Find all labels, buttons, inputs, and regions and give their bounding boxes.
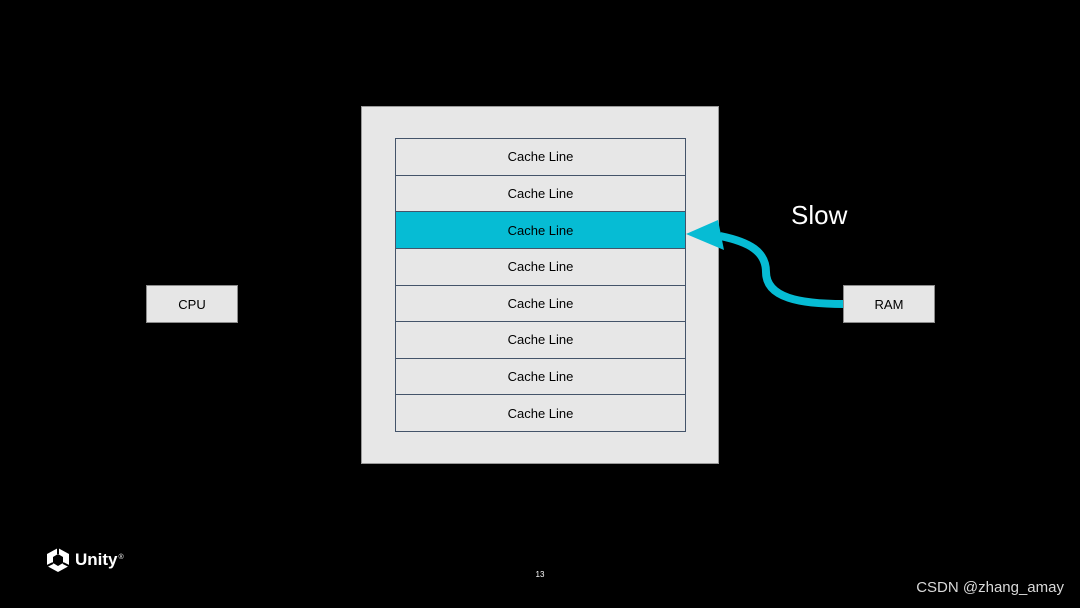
unity-wordmark: Unity [75,550,118,569]
cache-line-highlighted: Cache Line [396,212,685,249]
cache-line-label: Cache Line [507,222,574,238]
cache-line: Cache Line [396,322,685,359]
cache-line: Cache Line [396,248,685,286]
cache-line-label: Cache Line [507,405,574,421]
cpu-label: CPU [178,296,206,312]
cache-line: Cache Line [396,285,685,323]
cpu-box: CPU [146,285,238,323]
slow-label: Slow [791,200,848,230]
curved-arrow-icon [686,220,845,308]
cache-line-label: Cache Line [507,332,574,348]
page-number: 13 [535,570,545,579]
cache-line-label: Cache Line [507,295,574,311]
cache-line-stack: Cache Line Cache Line Cache Line Cache L… [395,138,686,432]
unity-cube-icon [46,548,70,572]
ram-label: RAM [874,296,904,312]
cache-line: Cache Line [396,358,685,396]
cache-line-label: Cache Line [507,149,574,165]
watermark: CSDN @zhang_amay [916,579,1064,596]
trademark-mark: ® [118,553,124,561]
cache-line: Cache Line [396,139,685,176]
cache-line: Cache Line [396,175,685,213]
ram-box: RAM [843,285,935,323]
cache-line-label: Cache Line [507,259,574,275]
cache-line: Cache Line [396,395,685,431]
cache-line-label: Cache Line [507,185,574,201]
cache-line-label: Cache Line [507,369,574,385]
unity-logo: Unity ® [46,547,124,573]
